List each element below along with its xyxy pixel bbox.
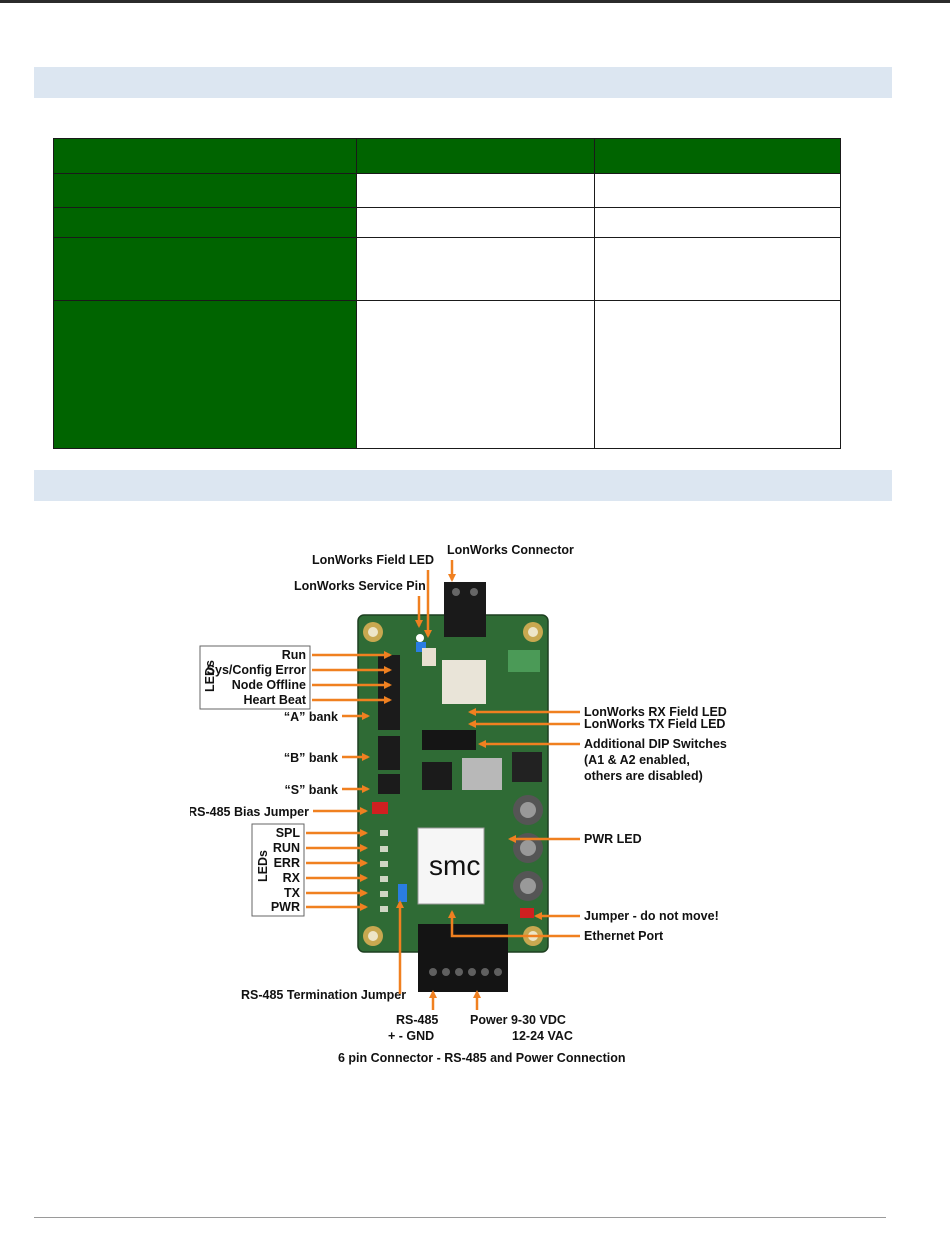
label-additional-dip-switches: Additional DIP Switches — [584, 737, 727, 751]
table-cell — [594, 207, 841, 238]
label-rs485-bias-jumper: RS-485 Bias Jumper — [190, 805, 309, 819]
table-cell — [594, 300, 841, 449]
leds-bottom-box — [251, 823, 305, 917]
table-header-cell — [594, 138, 841, 174]
table-row-label — [53, 237, 357, 301]
led-label-pwr: PWR — [271, 900, 300, 914]
label-rs485-pins: + - GND — [388, 1029, 434, 1043]
label-power-vac: 12-24 VAC — [512, 1029, 573, 1043]
label-a-bank: “A” bank — [284, 710, 338, 724]
leds-bottom-title: LEDs — [256, 850, 270, 882]
callout-lines-left — [313, 712, 370, 815]
leds-top-title: LEDs — [203, 660, 217, 692]
section-header-bar — [34, 67, 892, 98]
label-jumper-do-not-move: Jumper - do not move! — [584, 909, 719, 923]
table-row — [53, 173, 841, 208]
callout-lines-bottom — [396, 900, 481, 1010]
board-diagram: smc LonWorks Field LED LonWorks Connecto… — [190, 543, 727, 1065]
label-rs485: RS-485 — [396, 1013, 438, 1027]
table-cell — [356, 237, 595, 301]
label-pwr-led: PWR LED — [584, 832, 642, 846]
table-row-label — [53, 300, 357, 449]
table-row-label — [53, 207, 357, 238]
table-row — [53, 237, 841, 301]
spec-table — [53, 138, 841, 449]
led-label-rx: RX — [283, 871, 301, 885]
table-header-cell — [356, 138, 595, 174]
label-lonworks-connector: LonWorks Connector — [447, 543, 574, 557]
circuit-board: smc — [357, 582, 549, 992]
callout-lines-top-leds — [312, 651, 392, 704]
table-cell — [356, 300, 595, 449]
table-cell — [594, 237, 841, 301]
label-lonworks-tx-field-led: LonWorks TX Field LED — [584, 717, 725, 731]
label-6-pin-connector: 6 pin Connector - RS-485 and Power Conne… — [338, 1051, 626, 1065]
label-dip-note-2: others are disabled) — [584, 769, 703, 783]
led-label-node-offline: Node Offline — [232, 678, 306, 692]
table-cell — [594, 173, 841, 208]
label-b-bank: “B” bank — [284, 751, 338, 765]
callout-lines-bottom-leds — [306, 829, 368, 911]
table-cell — [356, 173, 595, 208]
leds-top-box — [199, 645, 311, 710]
callout-lines-top — [415, 560, 456, 638]
label-dip-note-1: (A1 & A2 enabled, — [584, 753, 690, 767]
table-header-row — [53, 138, 841, 174]
led-label-run-2: RUN — [273, 841, 300, 855]
section-header-bar — [34, 470, 892, 501]
table-row — [53, 207, 841, 238]
led-label-sys-config-error: Sys/Config Error — [207, 663, 306, 677]
label-ethernet-port: Ethernet Port — [584, 929, 664, 943]
label-lonworks-service-pin: LonWorks Service Pin — [294, 579, 426, 593]
led-label-spl: SPL — [276, 826, 301, 840]
table-row-label — [53, 173, 357, 208]
led-label-heart-beat: Heart Beat — [243, 693, 306, 707]
table-row — [53, 300, 841, 449]
table-cell — [356, 207, 595, 238]
label-s-bank: “S” bank — [285, 783, 339, 797]
label-power-vdc: Power 9-30 VDC — [470, 1013, 566, 1027]
top-rule — [0, 0, 950, 3]
table-header-cell — [53, 138, 357, 174]
callout-lines-right — [448, 708, 580, 938]
led-label-tx: TX — [284, 886, 301, 900]
led-label-run: Run — [282, 648, 306, 662]
label-lonworks-rx-field-led: LonWorks RX Field LED — [584, 705, 727, 719]
footer-rule — [34, 1217, 886, 1218]
led-label-err: ERR — [274, 856, 300, 870]
label-lonworks-field-led: LonWorks Field LED — [312, 553, 434, 567]
module-label: smc — [429, 850, 480, 881]
label-rs485-termination-jumper: RS-485 Termination Jumper — [241, 988, 406, 1002]
